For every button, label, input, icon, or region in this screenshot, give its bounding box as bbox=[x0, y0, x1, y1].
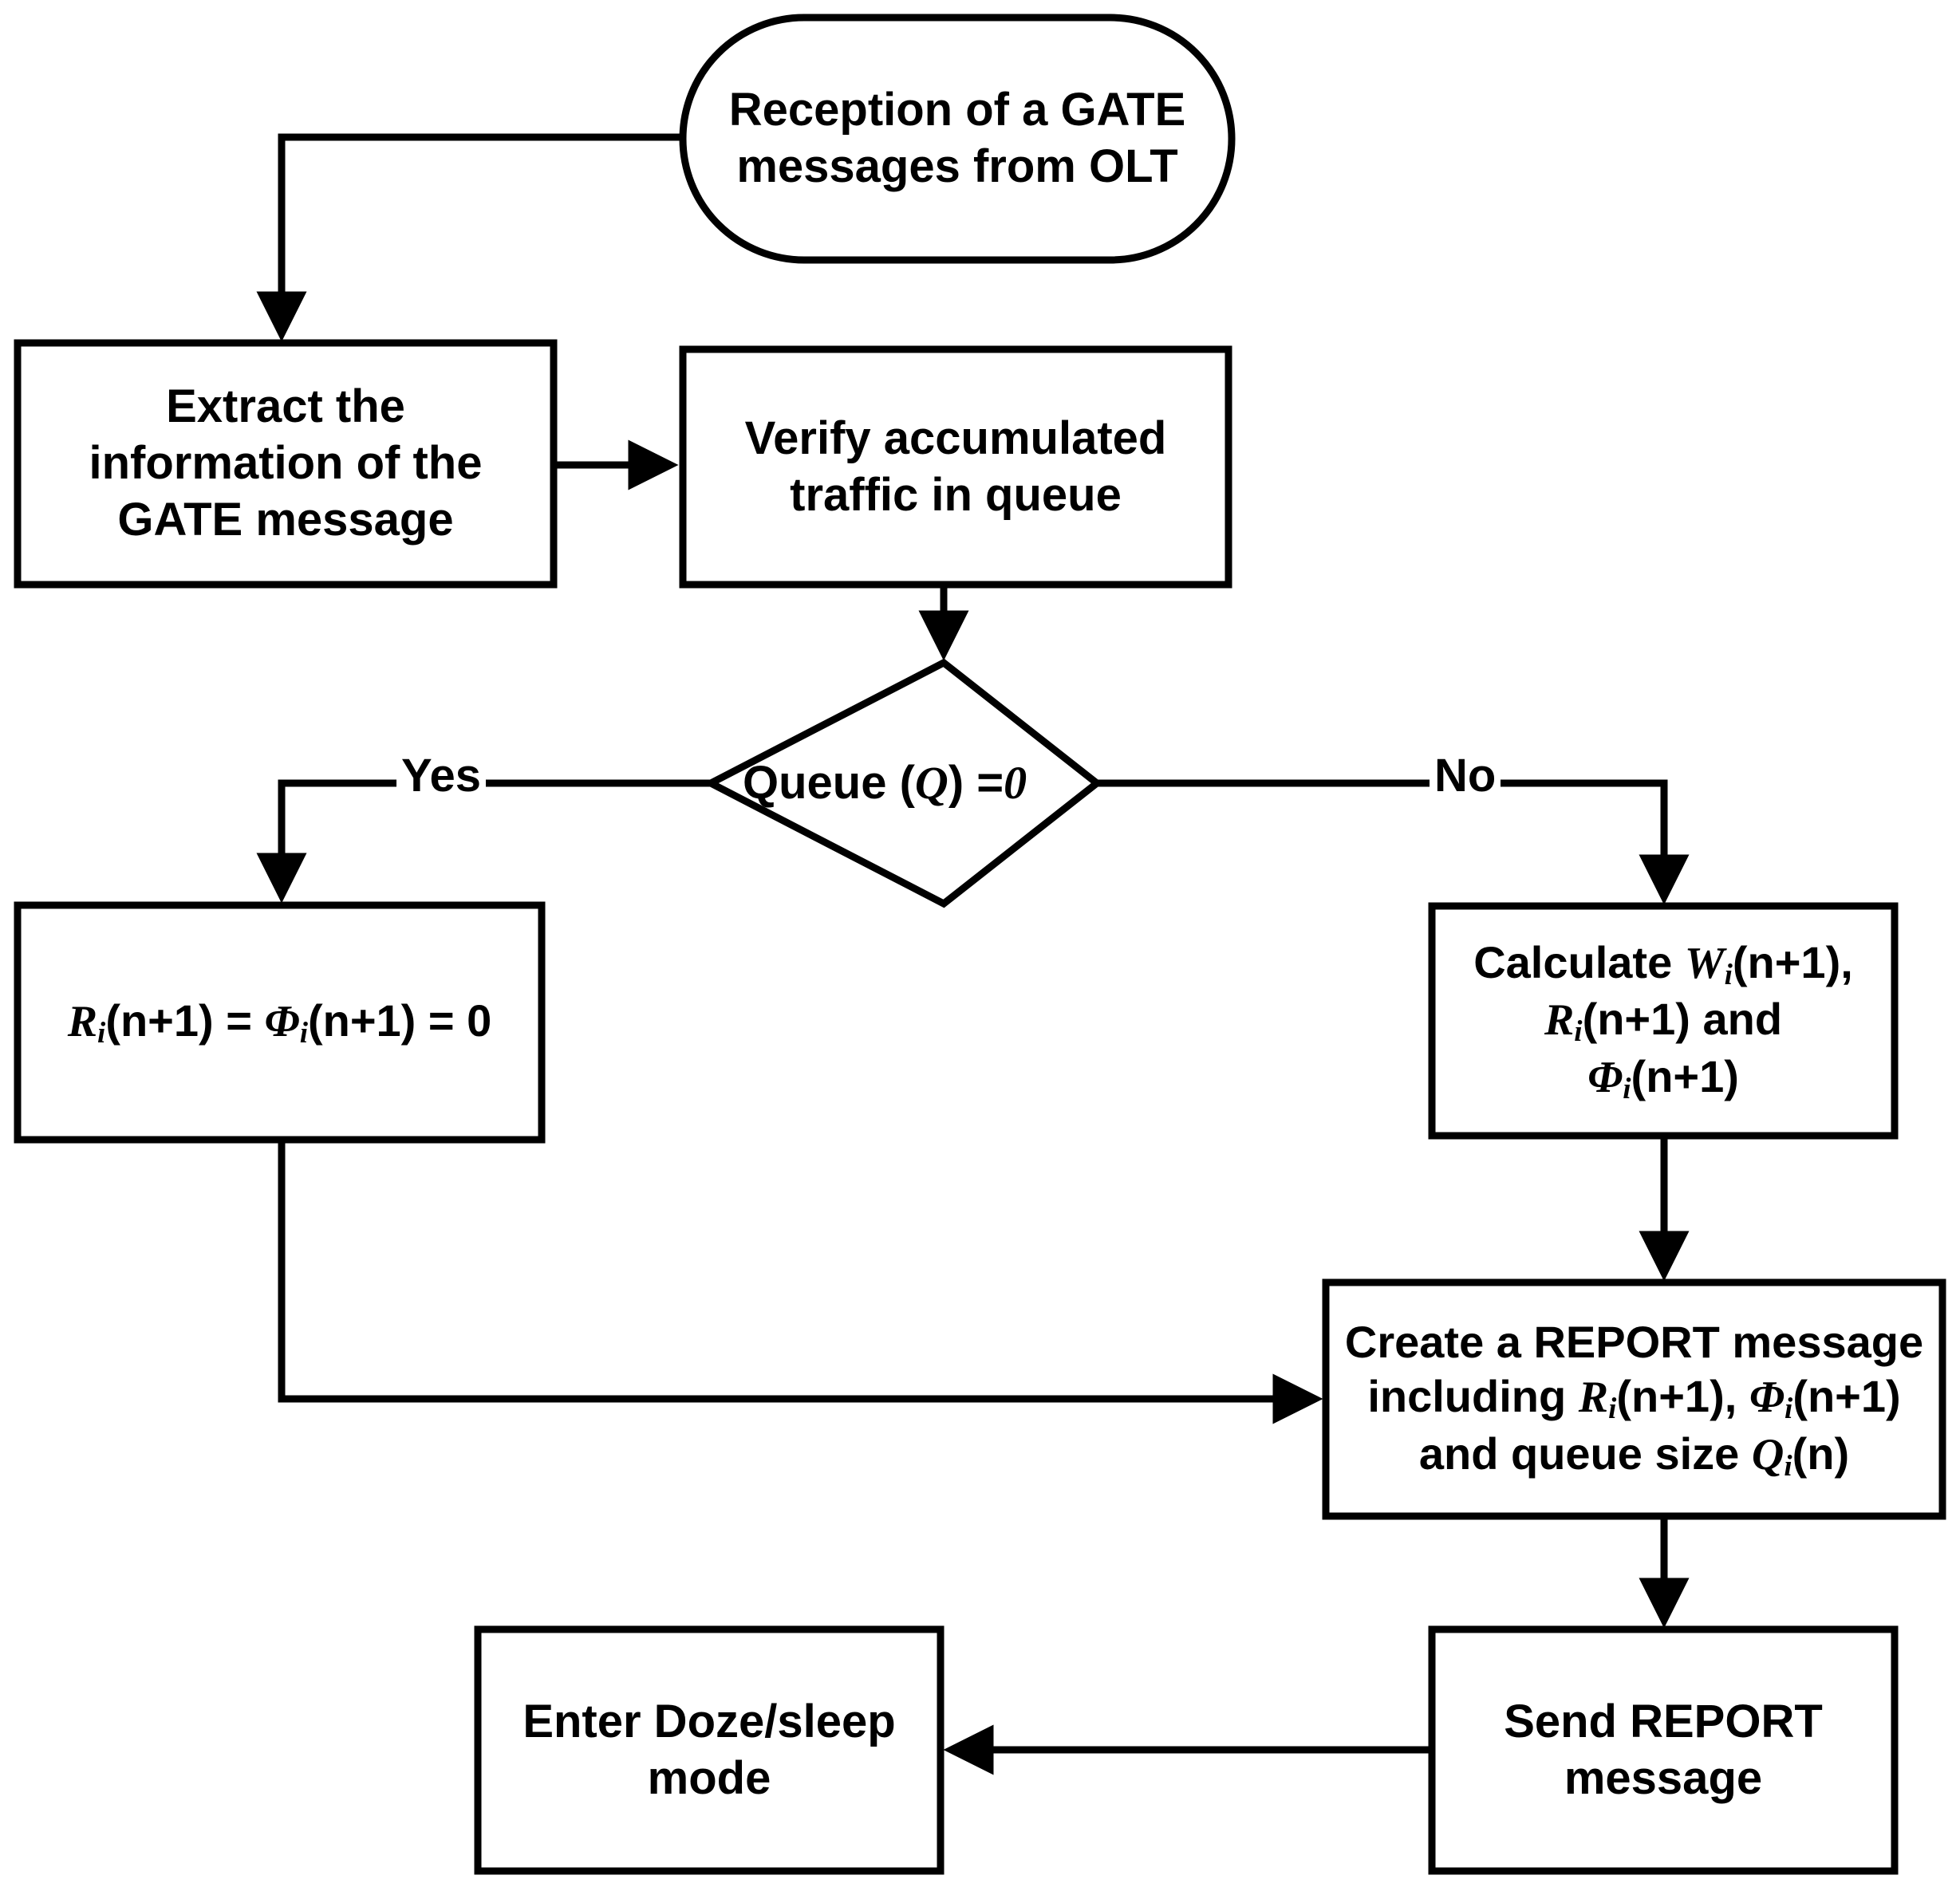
node-shape-verify bbox=[679, 345, 1232, 589]
node-shape-reset bbox=[14, 901, 546, 1144]
edge-reset-to-create-report bbox=[278, 1140, 1323, 1424]
node-shape-doze bbox=[474, 1625, 945, 1875]
node-shape-calculate bbox=[1428, 902, 1899, 1140]
node-shape-start bbox=[679, 14, 1236, 264]
node-shape-create-report bbox=[1322, 1278, 1946, 1520]
edge-decision-yes-to-reset bbox=[256, 779, 711, 904]
edge-decision-no-to-calculate bbox=[1097, 779, 1690, 905]
node-shape-extract bbox=[14, 339, 558, 589]
edge-label-no: No bbox=[1430, 753, 1501, 799]
node-shape-decision bbox=[703, 658, 1103, 908]
node-shape-send-report bbox=[1428, 1625, 1899, 1875]
edge-start-to-extract bbox=[256, 133, 683, 342]
edge-label-yes: Yes bbox=[396, 753, 486, 799]
